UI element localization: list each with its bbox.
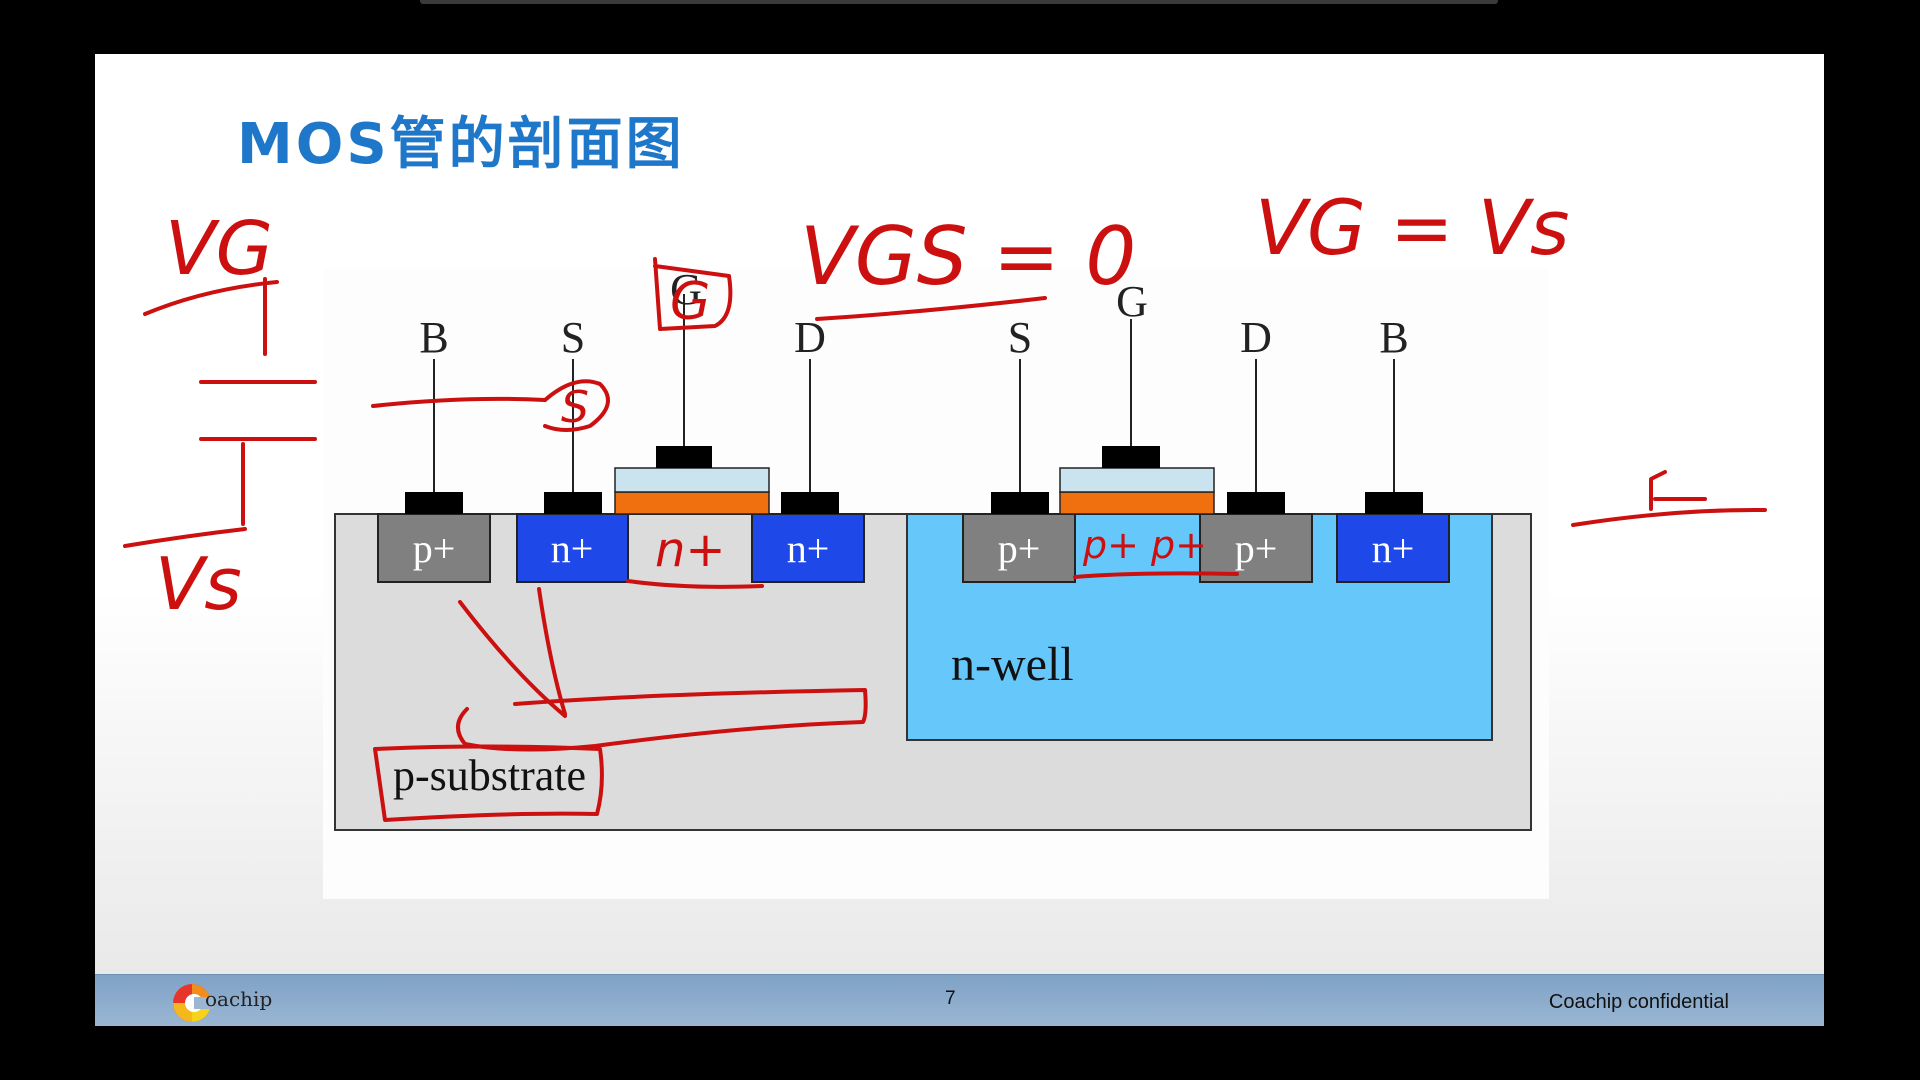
ink-channel-pmos: p+ p+ [1082,523,1207,567]
ink-vs-left: Vs [155,542,242,626]
ink-g-boxed: G [670,272,710,332]
nmos-body-contact [405,492,463,514]
mos-cross-section-diagram: B S G D S G D B p+ n+ n+ p+ p+ n+ n-well… [123,183,1767,831]
n-well-label: n-well [951,638,1074,691]
logo-text: oachip [205,987,273,1011]
pmos-drain-p-plus [1199,513,1313,583]
nmos-drain-n-plus [751,513,865,583]
pmos-terminal-d-label: D [1240,313,1272,362]
slide: MOS管的剖面图 [95,54,1824,1026]
pmos-terminal-g-label: G [1116,277,1148,326]
nmos-terminal-d-label: D [794,313,826,362]
ink-s-boxed: S [561,382,589,433]
slide-footer: oachip 7 Coachip confidential [95,974,1824,1026]
nmos-drain-region-label: n+ [787,526,830,571]
pmos-gate-contact [1102,446,1160,468]
nmos-terminal-s-label: S [561,313,585,362]
pmos-terminal-b-label: B [1379,313,1408,362]
p-substrate-label: p-substrate [393,751,586,800]
ink-vg-left: VG [165,206,273,292]
nmos-gate-poly [614,491,770,515]
pmos-gate-poly [1059,491,1215,515]
pmos-source-region-label: p+ [998,526,1041,571]
nmos-source-region-label: n+ [551,526,594,571]
window-top-bar [420,0,1498,4]
pmos-body-n-plus [1336,513,1450,583]
nmos-body-p-plus [377,513,491,583]
ink-vgs-eq: VGS = 0 [800,210,1136,303]
pmos-terminal-s-label: S [1008,313,1032,362]
pmos-body-contact [1365,492,1423,514]
pmos-source-contact [991,492,1049,514]
pmos-drain-region-label: p+ [1235,526,1278,571]
nmos-drain-contact [781,492,839,514]
nmos-gate-oxide [614,467,770,493]
slide-title: MOS管的剖面图 [237,112,685,177]
ink-annotations [123,257,1767,822]
nmos-source-contact [544,492,602,514]
pmos-gate-oxide [1059,467,1215,493]
ink-vg-eq-vs: VG = Vs [1255,183,1569,272]
confidential-notice: Coachip confidential [1548,991,1729,1013]
nmos-body-region-label: p+ [413,526,456,571]
pmos-source-p-plus [962,513,1076,583]
pmos-body-region-label: n+ [1372,526,1415,571]
ink-channel-nmos: n+ [655,522,726,578]
coachip-logo-icon [173,984,214,1022]
terminal-wires [433,294,1395,492]
nmos-terminal-b-label: B [419,313,448,362]
page-number: 7 [945,988,956,1009]
nmos-gate-contact [656,446,712,468]
pmos-drain-contact [1227,492,1285,514]
